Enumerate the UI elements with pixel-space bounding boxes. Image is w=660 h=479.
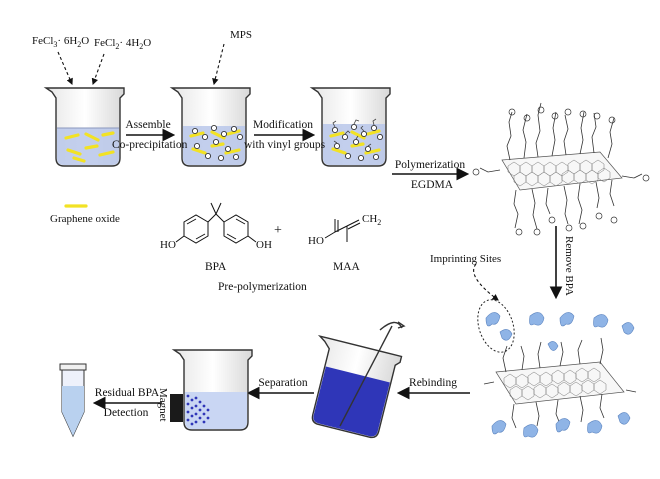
residual-bpa-label: Residual BPA (94, 387, 160, 399)
fe3o4-particles (191, 124, 244, 162)
assemble-label: Assemble (125, 119, 171, 131)
magnet-block (170, 394, 183, 422)
imprinted-sheet-with-sites (477, 299, 637, 438)
separation-beaker (170, 349, 253, 431)
fecl3-label: FeCl3· 6H2O (32, 35, 90, 50)
bpa-oh-label: OH (256, 239, 272, 251)
vinyl-groups (332, 118, 377, 147)
plus-sign: + (274, 223, 282, 238)
remove-bpa-label: Remove BPA (563, 236, 575, 296)
maa-label: MAA (333, 261, 360, 273)
detection-label: Detection (103, 407, 149, 419)
coprecipitation-label: Co-precipitation (112, 139, 188, 151)
stirring-rod (339, 321, 406, 427)
captured-particles (186, 394, 210, 426)
maa-ho-label: HO (308, 235, 324, 247)
mps-label: MPS (230, 29, 253, 41)
process-arrows (92, 128, 563, 410)
polymerization-label: Polymerization (394, 159, 466, 171)
reagent-arrows (57, 43, 499, 301)
pre-polymerization-label: Pre-polymerization (218, 281, 307, 293)
imprinted-polymer-sheet (472, 102, 650, 236)
rebinding-label: Rebinding (409, 377, 457, 389)
bpa-label: BPA (205, 261, 227, 273)
egdma-label: EGDMA (410, 179, 454, 191)
maa-structure (324, 219, 361, 242)
graphene-oxide-sheets (64, 131, 115, 163)
rebinding-beaker (311, 334, 403, 439)
fecl2-label: FeCl2· 4H2O (94, 37, 152, 52)
separation-label: Separation (258, 377, 308, 389)
imprinting-cavities (485, 312, 635, 438)
beaker-2 (169, 87, 251, 167)
vinyl-groups-label: with vinyl groups (244, 139, 326, 151)
beaker-3 (309, 87, 391, 167)
beaker-1 (43, 87, 125, 167)
maa-ch2-label: CH2 (362, 213, 382, 228)
bpa-ho-label: HO (160, 239, 176, 251)
modification-label: Modification (252, 119, 314, 131)
imprinting-site-highlight (477, 299, 515, 353)
imprinting-sites-label: Imprinting Sites (430, 253, 502, 265)
bpa-structure (175, 202, 257, 244)
graphene-oxide-label: Graphene oxide (50, 213, 120, 225)
detection-tube (59, 363, 87, 438)
